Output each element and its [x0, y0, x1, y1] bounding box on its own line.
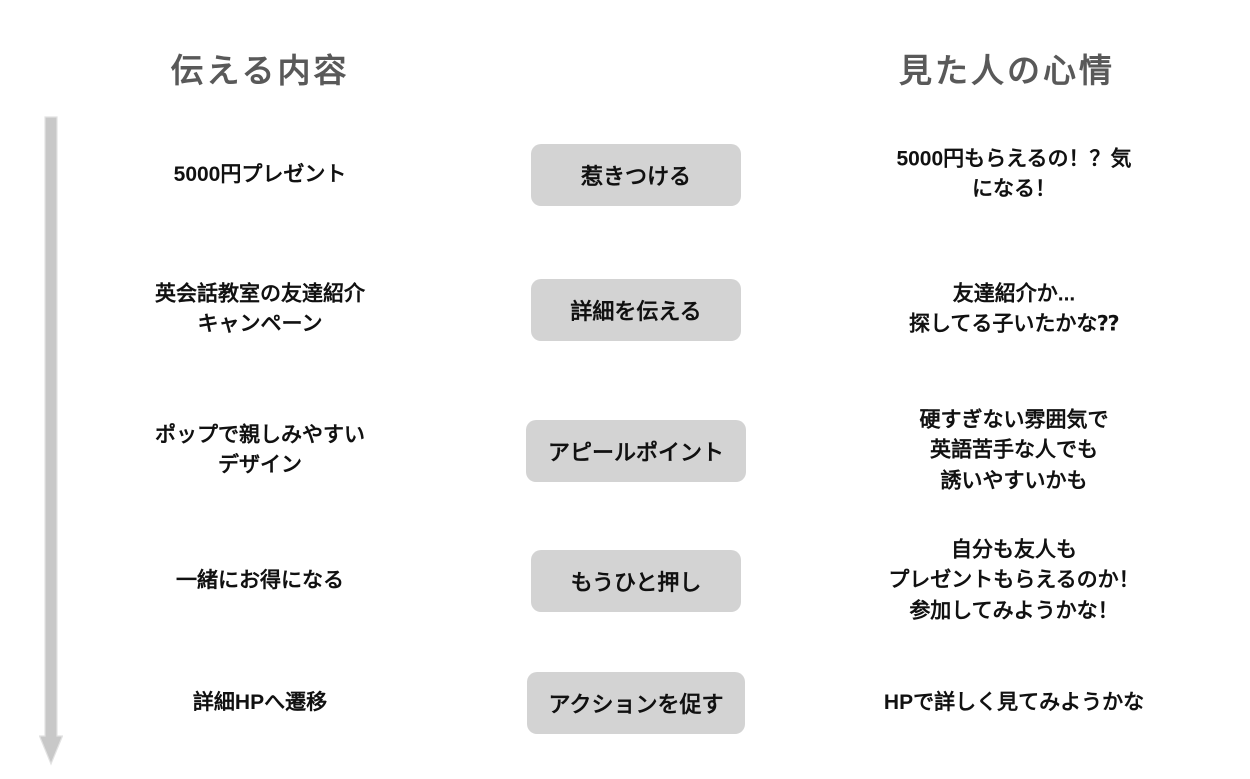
stage-cell: もうひと押し — [506, 550, 766, 612]
flow-row-1: 5000円プレゼント 惹きつける 5000円もらえるの！？気 になる！ — [0, 110, 1250, 240]
flow-row-4: 一緒にお得になる もうひと押し 自分も友人も プレゼントもらえるのか！ 参加して… — [0, 516, 1250, 646]
feeling-text: 友達紹介か... 探してる子いたかな⁇ — [908, 282, 1119, 336]
content-text: 詳細HPへ遷移 — [192, 690, 328, 714]
stage-cell: 詳細を伝える — [506, 279, 766, 341]
stage-cell: 惹きつける — [506, 144, 766, 206]
stage-label-box: アピールポイント — [525, 420, 746, 482]
feeling-text: 自分も友人も プレゼントもらえるのか！ 参加してみようかな！ — [888, 538, 1140, 623]
stage-cell: アクションを促す — [506, 672, 766, 734]
flow-row-5: 詳細HPへ遷移 アクションを促す HPで詳しく見てみようかな — [0, 638, 1250, 768]
content-text: 5000円プレゼント — [173, 162, 347, 186]
feeling-text: 硬すぎない雰囲気で 英語苦手な人でも 誘いやすいかも — [919, 408, 1109, 493]
feeling-text: 5000円もらえるの！？気 になる！ — [896, 147, 1132, 201]
content-text: 英会話教室の友達紹介 キャンペーン — [155, 282, 365, 336]
flow-row-2: 英会話教室の友達紹介 キャンペーン 詳細を伝える 友達紹介か... 探してる子い… — [0, 245, 1250, 375]
down-arrow-icon — [39, 116, 63, 766]
feeling-text: HPで詳しく見てみようかな — [883, 690, 1145, 714]
stage-label-box: 詳細を伝える — [531, 279, 741, 341]
feeling-column-header: 見た人の心情 — [899, 52, 1115, 89]
stage-label-box: アクションを促す — [526, 672, 746, 734]
flow-row-3: ポップで親しみやすい デザイン アピールポイント 硬すぎない雰囲気で 英語苦手な… — [0, 386, 1250, 516]
content-text: ポップで親しみやすい デザイン — [155, 423, 365, 477]
stage-label-box: 惹きつける — [531, 144, 741, 206]
stage-cell: アピールポイント — [506, 420, 766, 482]
stage-label-box: もうひと押し — [531, 550, 741, 612]
content-text: 一緒にお得になる — [176, 568, 344, 592]
content-column-header: 伝える内容 — [170, 52, 350, 89]
